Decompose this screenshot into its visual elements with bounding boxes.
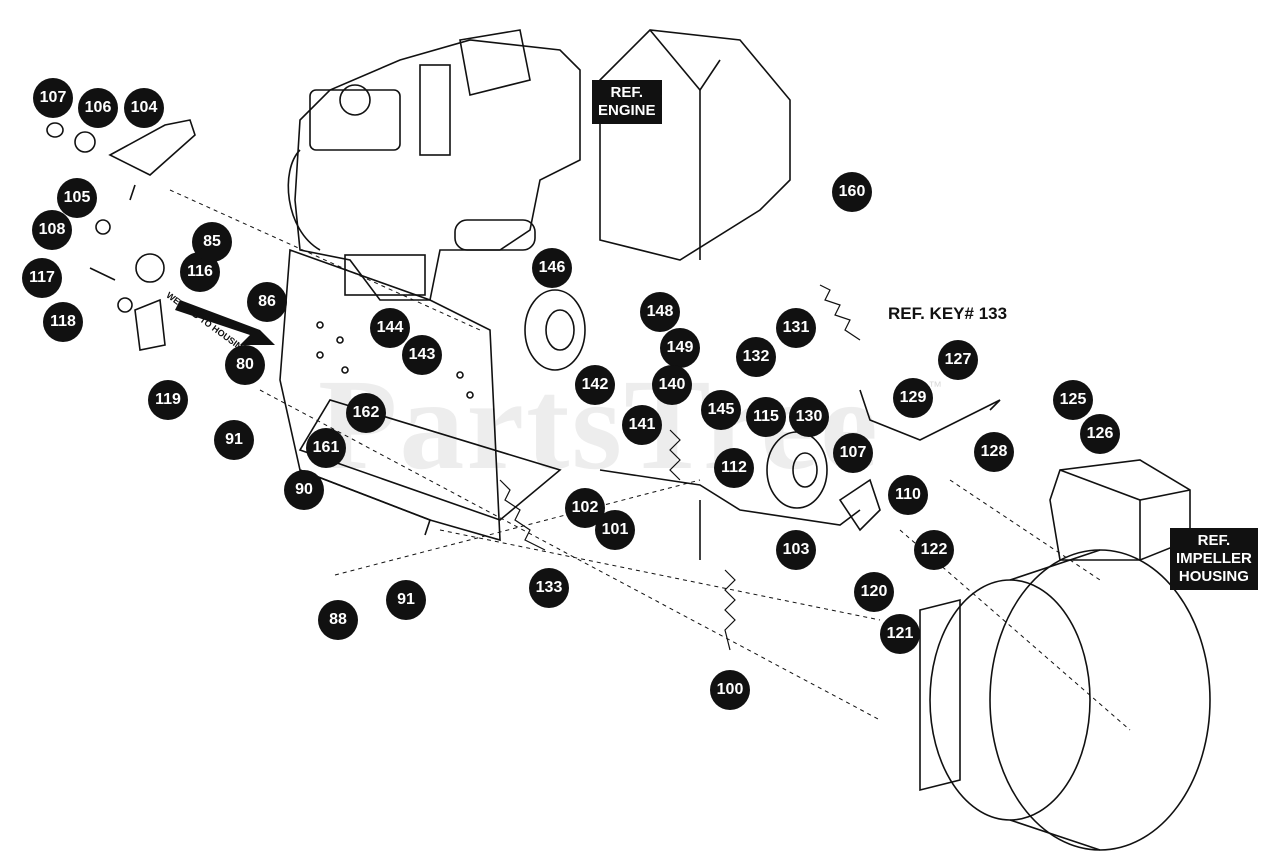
callout-148: 148	[640, 292, 680, 332]
callout-142: 142	[575, 365, 615, 405]
callout-103: 103	[776, 530, 816, 570]
callout-105: 105	[57, 178, 97, 218]
engine-drawing	[287, 29, 581, 301]
callout-108: 108	[32, 210, 72, 250]
callout-85: 85	[192, 222, 232, 262]
callout-106: 106	[78, 88, 118, 128]
welded-arrow-icon	[175, 300, 275, 345]
callout-160: 160	[832, 172, 872, 212]
idler-arm-drawing	[599, 389, 1001, 560]
callout-141: 141	[622, 405, 662, 445]
ref-key-label: REF. KEY# 133	[888, 304, 1008, 323]
callout-149: 149	[660, 328, 700, 368]
callout-144: 144	[370, 308, 410, 348]
callout-107-b: 107	[833, 433, 873, 473]
callout-143: 143	[402, 335, 442, 375]
callout-122: 122	[914, 530, 954, 570]
callout-88: 88	[318, 600, 358, 640]
callout-101: 101	[595, 510, 635, 550]
callout-119: 119	[148, 380, 188, 420]
callout-91-a: 91	[214, 420, 254, 460]
ref-impeller-housing-label: REF. IMPELLER HOUSING	[1170, 528, 1258, 590]
callout-112: 112	[714, 448, 754, 488]
plate-drawing	[279, 248, 562, 542]
callout-90: 90	[284, 470, 324, 510]
callout-104: 104	[124, 88, 164, 128]
callout-86: 86	[247, 282, 287, 322]
callout-118: 118	[43, 302, 83, 342]
impeller-housing-drawing	[919, 459, 1211, 851]
lever-drawing	[46, 119, 196, 351]
callout-127: 127	[938, 340, 978, 380]
springs-drawing	[499, 284, 861, 651]
callout-117: 117	[22, 258, 62, 298]
callout-80: 80	[225, 345, 265, 385]
callout-100: 100	[710, 670, 750, 710]
callout-91-b: 91	[386, 580, 426, 620]
callout-126: 126	[1080, 414, 1120, 454]
callout-130: 130	[789, 397, 829, 437]
callout-120: 120	[854, 572, 894, 612]
callout-121: 121	[880, 614, 920, 654]
callout-125: 125	[1053, 380, 1093, 420]
ref-engine-label: REF. ENGINE	[592, 80, 662, 124]
callout-133: 133	[529, 568, 569, 608]
shroud-drawing	[599, 29, 791, 261]
callout-128: 128	[974, 432, 1014, 472]
callout-132: 132	[736, 337, 776, 377]
callout-140: 140	[652, 365, 692, 405]
callout-131: 131	[776, 308, 816, 348]
callout-145: 145	[701, 390, 741, 430]
callout-161: 161	[306, 428, 346, 468]
callout-115: 115	[746, 397, 786, 437]
callout-110: 110	[888, 475, 928, 515]
callout-107-a: 107	[33, 78, 73, 118]
callout-162: 162	[346, 393, 386, 433]
callout-146: 146	[532, 248, 572, 288]
callout-129: 129	[893, 378, 933, 418]
